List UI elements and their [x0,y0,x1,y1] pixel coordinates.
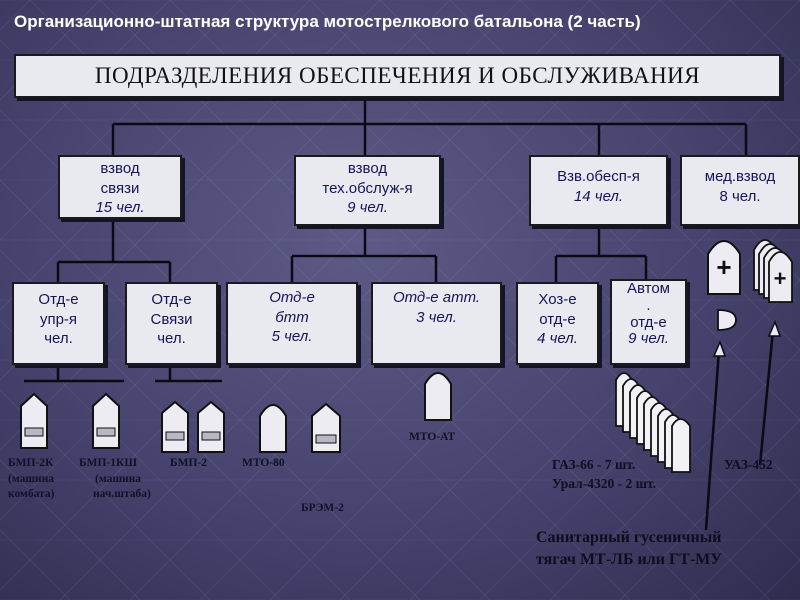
uaz-label: УАЗ-452 [724,457,773,472]
maintenance-platoon-count: 9 чел. [347,199,388,216]
bmp2k-desc-2: комбата) [8,488,55,501]
support-units-header: ПОДРАЗДЕЛЕНИЯ ОБЕСПЕЧЕНИЯ И ОБСЛУЖИВАНИЯ [14,54,781,98]
bmp1ksh-desc-1: (машина [95,472,142,485]
gaz66-count: ГАЗ-66 - 7 шт. [552,457,636,472]
comms-section-count: чел. [157,330,186,347]
maintenance-platoon-name: тех.обслуж-я [322,179,413,197]
household-section-label: Хоз-е [538,291,577,308]
ambulance-icon: + [707,240,741,295]
slide-title: Организационно-штатная структура мотостр… [14,12,641,31]
comms-section-box: Отд-е Связи чел. [125,282,218,365]
supply-platoon-name: Взв.обесп-я [557,168,640,185]
arty-section-label: Отд-е атт. [392,289,481,306]
signal-platoon-count: 15 чел. [95,199,145,216]
signal-platoon-label: взвод [100,160,140,177]
medical-platoon-name: мед.взвод [704,168,776,185]
supply-platoon-count: 14 чел. [573,187,624,205]
signal-platoon-name: связи [100,179,140,197]
medical-platoon-box: мед.взвод 8 чел. [680,155,800,226]
household-section-count: 4 чел. [537,330,578,347]
armor-section-count: 5 чел. [271,328,313,345]
control-section-box: Отд-е упр-я чел. [12,282,105,365]
bmp2-vehicle-icon-2 [197,400,225,453]
medical-tractor-caption-line1: Санитарный гусеничный [536,529,722,546]
control-section-name: упр-я [39,310,78,328]
arty-section-box: Отд-е атт. 3 чел. [371,282,502,365]
mto80-vehicle-icon [259,404,287,453]
comms-section-name: Связи [150,310,193,328]
household-section-box: Хоз-е отд-е 4 чел. [516,282,599,365]
bmp1ksh-label: БМП-1КШ (машина нач.штаба) [79,456,151,503]
mtoat-label: МТО-АТ [409,431,456,443]
cross-icon: + [716,252,731,282]
bmp1ksh-name: БМП-1КШ [79,457,137,469]
maintenance-platoon-label: взвод [347,160,388,177]
bmp2k-label: БМП-2К (машина комбата) [8,456,54,503]
armor-section-box: Отд-е бтт 5 чел. [226,282,358,365]
bmp1ksh-vehicle-icon [92,392,120,449]
bmp2k-desc-1: (машина [8,472,55,485]
control-section-label: Отд-е [38,291,79,308]
medical-tractor-caption-line2: тягач МТ-ЛБ или ГТ-МУ [536,550,722,568]
medical-tracked-tractor-icon [717,309,737,331]
bmp2k-vehicle-icon [20,392,48,449]
household-section-name: отд-е [539,310,576,328]
bmp2-vehicle-icon-1 [161,400,189,453]
cross-icon-2: + [774,266,787,291]
trucks-stack-icon [615,372,691,473]
auto-section-dot: . [646,296,651,314]
mto80-label: МТО-80 [242,457,285,469]
brem2-label: БРЭМ-2 [301,502,344,514]
armor-section-label: Отд-е [269,289,315,306]
comms-section-label: Отд-е [151,291,192,308]
mtoat-vehicle-icon [424,372,452,421]
bmp1ksh-desc-2: нач.штаба) [93,488,151,501]
auto-section-box: Автом . отд-е 9 чел. [610,279,687,365]
auto-section-count: 9 чел. [628,330,669,348]
medical-tractor-caption: Санитарный гусеничный тягач МТ-ЛБ или ГТ… [536,527,722,570]
ural4320-count: Урал-4320 - 2 шт. [552,475,657,491]
arty-section-count: 3 чел. [416,308,457,326]
uaz-stack-icon: + [753,239,793,303]
supply-platoon-box: Взв.обесп-я 14 чел. [529,155,668,226]
trucks-label: ГАЗ-66 - 7 шт. Урал-4320 - 2 шт. [552,456,656,494]
bmp2-label: БМП-2 [170,457,207,469]
medical-platoon-count: 8 чел. [719,187,761,205]
auto-section-name: отд-е [630,313,667,331]
signal-platoon-box: взвод связи 15 чел. [58,155,182,219]
bmp2k-name: БМП-2К [8,457,54,469]
auto-section-label: Автом [626,280,670,297]
control-section-count: чел. [44,330,73,347]
armor-section-name: бтт [275,308,309,326]
brem2-vehicle-icon [311,402,341,453]
maintenance-platoon-box: взвод тех.обслуж-я 9 чел. [294,155,441,226]
